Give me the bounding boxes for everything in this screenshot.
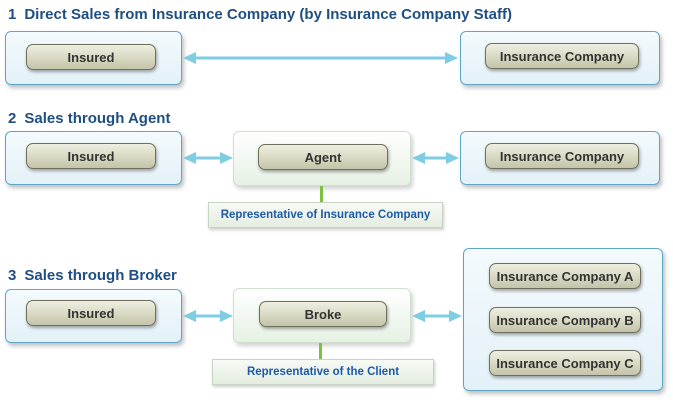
section-2-agent-box: Agent <box>233 131 411 186</box>
section-3-broker-note: Representative of the Client <box>212 359 434 385</box>
section-1-company-box: Insurance Company <box>460 31 660 85</box>
section-2-connector <box>320 186 323 203</box>
section-1-insured-box: Insured <box>5 31 182 85</box>
section-2-insured-box: Insured <box>5 131 182 185</box>
section-3-company-a-node: Insurance Company A <box>489 263 641 289</box>
section-2-left-double-arrow <box>183 152 233 164</box>
section-3-heading: 3 Sales through Broker <box>8 267 177 284</box>
section-3-broker-node: Broke <box>259 301 387 327</box>
section-2-company-box: Insurance Company <box>460 131 660 185</box>
section-3-companies-box: Insurance Company A Insurance Company B … <box>463 248 663 391</box>
section-2-number: 2 <box>8 110 17 127</box>
section-3-broker-box: Broke <box>233 288 411 343</box>
section-1-number: 1 <box>8 6 17 23</box>
section-2-agent-note: Representative of Insurance Company <box>208 202 443 228</box>
section-3-company-b-node: Insurance Company B <box>489 307 641 333</box>
section-2-heading: 2 Sales through Agent <box>8 110 170 127</box>
section-3-connector <box>319 343 322 360</box>
section-3-title: Sales through Broker <box>24 267 177 284</box>
section-3-company-c-node: Insurance Company C <box>489 350 641 376</box>
section-2-insured-node: Insured <box>26 143 156 169</box>
section-2-company-node: Insurance Company <box>485 143 639 169</box>
section-1-insured-node: Insured <box>26 44 156 70</box>
section-3-right-double-arrow <box>412 310 462 322</box>
section-1-title: Direct Sales from Insurance Company (by … <box>24 6 512 23</box>
section-2-right-double-arrow <box>412 152 459 164</box>
section-1-company-node: Insurance Company <box>485 43 639 69</box>
section-1-double-arrow <box>183 52 458 64</box>
section-3-insured-box: Insured <box>5 289 182 343</box>
section-3-number: 3 <box>8 267 17 284</box>
section-1-heading: 1 Direct Sales from Insurance Company (by… <box>8 6 512 23</box>
section-2-agent-node: Agent <box>258 144 388 170</box>
section-3-insured-node: Insured <box>26 300 156 326</box>
section-2-title: Sales through Agent <box>24 110 171 127</box>
section-3-left-double-arrow <box>183 310 233 322</box>
